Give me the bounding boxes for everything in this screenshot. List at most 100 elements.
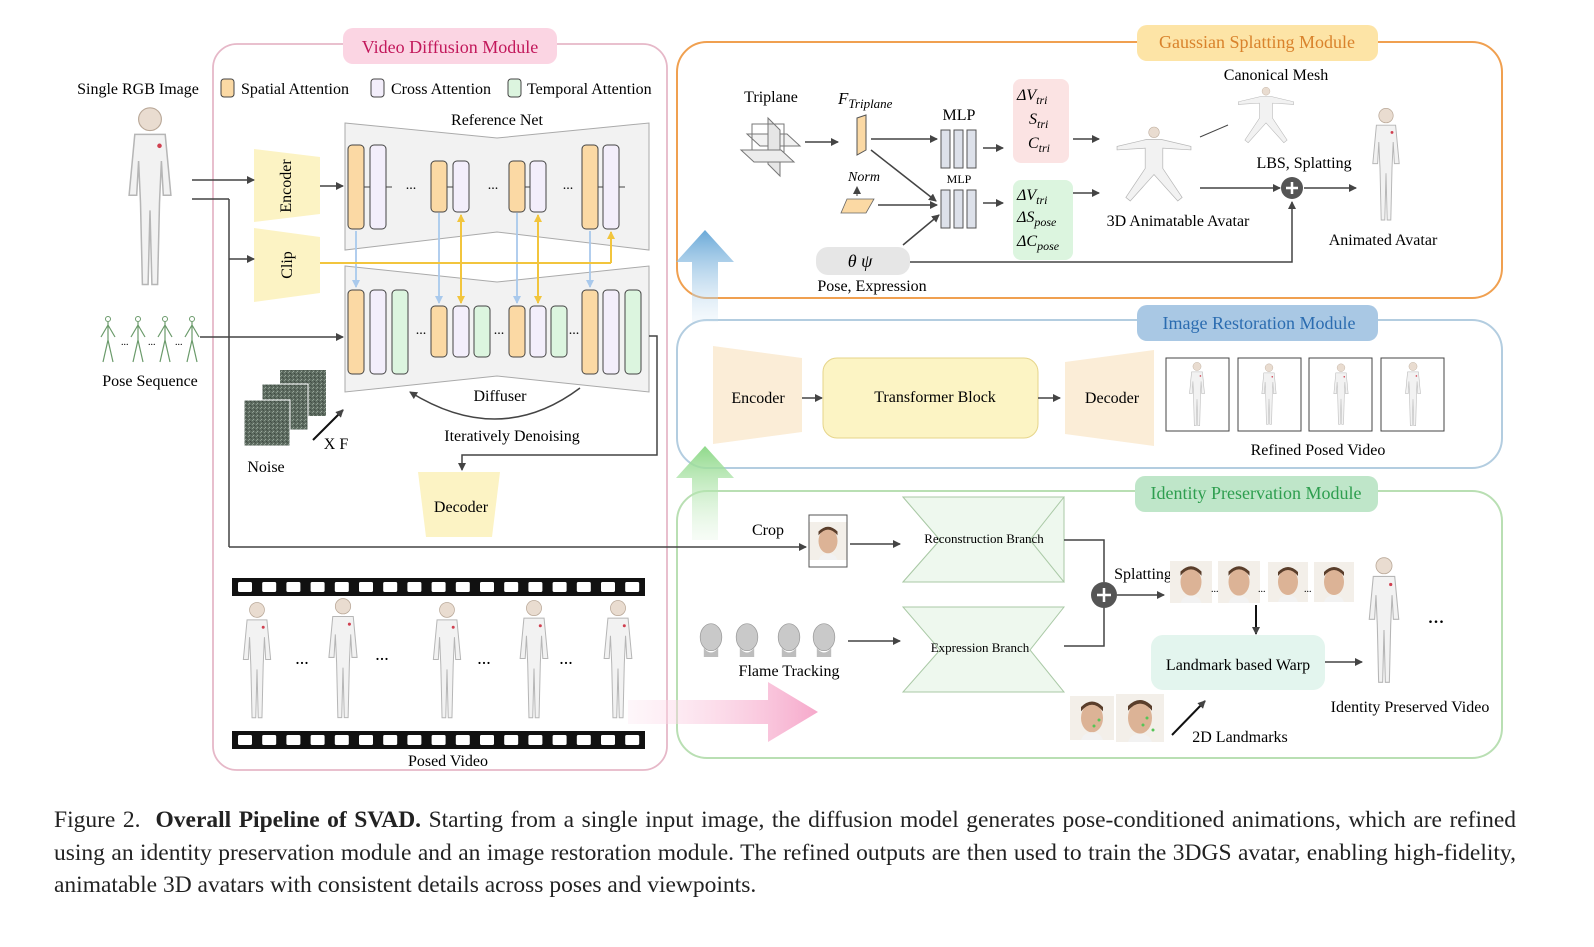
mlp-top-label: MLP <box>943 107 976 124</box>
film-sprocket-hole <box>238 735 252 745</box>
legend-temporal-swatch <box>507 78 522 98</box>
pose-sequence-image: ... ... ... <box>100 315 200 363</box>
diffuser-blocks: ... ... ... <box>347 289 642 375</box>
film-sprocket-hole <box>528 582 543 592</box>
svg-text:Decoder: Decoder <box>1085 390 1140 407</box>
gaussian-arrows <box>870 135 1357 263</box>
xf-label: X F <box>324 436 349 453</box>
mlp-bottom-label: MLP <box>947 172 972 186</box>
attention-legend: Spatial Attention Cross Attention Tempor… <box>220 78 652 98</box>
svg-text:...: ... <box>375 644 389 664</box>
reference-net-shape <box>344 122 650 251</box>
film-sprocket-hole <box>383 735 398 745</box>
restoration-decoder: Decoder <box>1065 350 1154 446</box>
svg-text:...: ... <box>1211 584 1219 595</box>
film-sprocket-hole <box>334 735 349 745</box>
film-sprocket-hole <box>359 735 373 745</box>
svg-text:...: ... <box>121 337 129 348</box>
svg-text:ΔVtri: ΔVtri <box>1016 87 1048 107</box>
svg-text:ΔSpose: ΔSpose <box>1016 209 1057 229</box>
film-sprocket-hole <box>480 735 494 745</box>
svg-text:Clip: Clip <box>279 251 296 279</box>
film-sprocket-hole <box>528 735 543 745</box>
svg-text:θ ψ: θ ψ <box>848 251 873 271</box>
encoder-block: Encoder <box>254 149 320 222</box>
film-sprocket-hole <box>480 582 494 592</box>
svg-text:Decoder: Decoder <box>434 499 489 516</box>
refined-video-frames <box>1165 357 1445 432</box>
transformer-block: Transformer Block <box>822 357 1039 439</box>
pose-expression-label: Pose, Expression <box>817 278 926 295</box>
svg-text:Image Restoration Module: Image Restoration Module <box>1163 313 1356 333</box>
figure-caption: Figure 2. Overall Pipeline of SVAD. Star… <box>54 804 1516 902</box>
film-sprocket-hole <box>334 582 349 592</box>
svg-text:...: ... <box>569 323 580 338</box>
film-sprocket-hole <box>601 735 615 745</box>
diffuser-shape <box>344 265 650 393</box>
f-triplane-label: FTriplane <box>837 89 893 111</box>
svg-text:Gaussian Splatting Module: Gaussian Splatting Module <box>1159 32 1355 52</box>
input-arrows <box>192 176 807 551</box>
svg-text:...: ... <box>477 648 491 668</box>
diffuser-label: Diffuser <box>473 388 527 405</box>
cropped-face-image <box>809 522 847 560</box>
single-rgb-image-label: Single RGB Image <box>77 81 199 98</box>
film-sprocket-hole <box>576 582 591 592</box>
film-sprocket-hole <box>504 582 519 592</box>
film-sprocket-hole <box>455 582 470 592</box>
film-sprocket-hole <box>504 735 519 745</box>
video-diffusion-title: Video Diffusion Module <box>343 28 557 64</box>
svg-text:...: ... <box>494 323 505 338</box>
legend-cross-label: Cross Attention <box>391 81 491 98</box>
mlp-top-block <box>940 129 977 169</box>
noise-label: Noise <box>247 459 284 476</box>
pose-expression-params: θ ψ <box>816 247 910 275</box>
noise-image <box>243 370 326 447</box>
identity-arrows <box>1064 539 1363 736</box>
denoising-loop-arrow <box>409 387 581 420</box>
svg-text:Video Diffusion Module: Video Diffusion Module <box>362 37 539 57</box>
image-restoration-title: Image Restoration Module <box>1137 305 1378 341</box>
gaussian-splatting-module-box <box>676 41 1503 299</box>
film-sprocket-hole <box>286 735 301 745</box>
svg-text:...: ... <box>416 323 427 338</box>
svg-text:ΔVtri: ΔVtri <box>1016 187 1048 207</box>
rightward-pink-arrow <box>628 682 818 742</box>
animated-avatar-label: Animated Avatar <box>1329 232 1438 249</box>
animatable-avatar-image <box>1116 126 1192 202</box>
film-sprocket-hole <box>431 582 446 592</box>
reconstruction-branch: Reconstruction Branch <box>901 496 1066 583</box>
film-sprocket-hole <box>262 582 277 592</box>
f-triplane-feature <box>856 114 867 156</box>
film-sprocket-hole <box>625 735 640 745</box>
flame-tracking-label: Flame Tracking <box>739 663 840 680</box>
animatable-avatar-label: 3D Animatable Avatar <box>1107 213 1250 230</box>
film-sprocket-hole <box>310 582 325 592</box>
reference-net-blocks: ... ... ... <box>347 144 625 230</box>
lbs-splatting-label: LBS, Splatting <box>1256 155 1351 172</box>
film-sprocket-hole <box>407 582 422 592</box>
iteratively-denoising-label: Iteratively Denoising <box>444 428 580 445</box>
legend-cross-swatch <box>370 78 385 98</box>
expression-branch: Expression Branch <box>901 606 1066 693</box>
identity-preserved-person <box>1368 556 1400 684</box>
svg-text:...: ... <box>406 178 417 193</box>
film-sprocket-hole <box>576 735 591 745</box>
film-sprocket-hole <box>601 582 615 592</box>
clip-conditioning-lines <box>320 214 615 304</box>
landmarks-2d-label: 2D Landmarks <box>1192 729 1288 746</box>
gaussian-splatting-title: Gaussian Splatting Module <box>1137 25 1378 61</box>
legend-temporal-label: Temporal Attention <box>527 81 652 98</box>
norm-feature <box>840 198 875 214</box>
reference-to-diffuser-arrows <box>352 213 594 304</box>
pose-sequence-label: Pose Sequence <box>102 373 198 390</box>
film-sprocket-hole <box>359 582 373 592</box>
canonical-outputs-box: ΔVtri Stri Ctri <box>1013 79 1069 163</box>
reference-net-label: Reference Net <box>451 112 543 129</box>
crop-label: Crop <box>752 522 784 539</box>
posed-video-label: Posed Video <box>408 753 488 770</box>
posed-video-film-strip: ... ... ... ... <box>232 578 645 749</box>
splatted-face-frames: ... ... ... <box>1170 561 1354 603</box>
restoration-encoder: Encoder <box>713 346 802 444</box>
pipeline-diagram: Video Diffusion Module Gaussian Splattin… <box>77 25 1503 771</box>
